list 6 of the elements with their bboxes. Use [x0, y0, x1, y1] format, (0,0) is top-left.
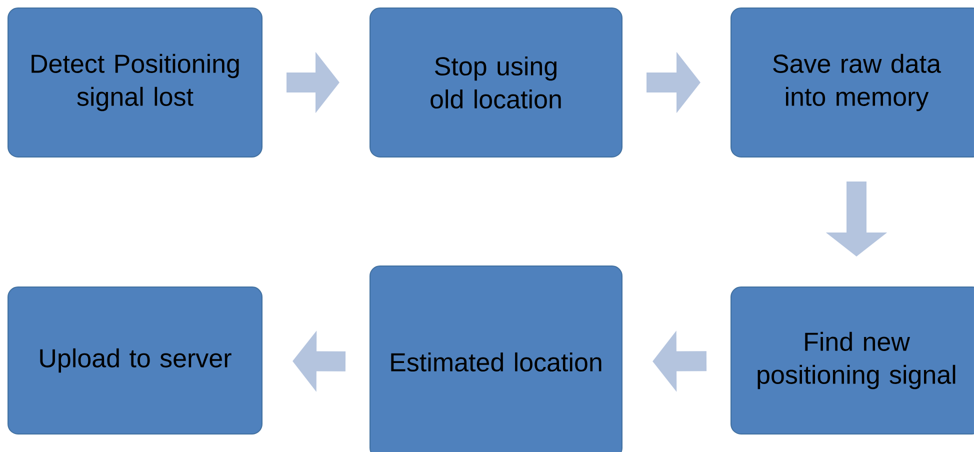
process-box: Find new positioning signal: [730, 286, 974, 434]
process-box: Stop using old location: [370, 8, 622, 158]
process-box: Detect Positioning signal lost: [8, 8, 262, 158]
process-box: Upload to server: [8, 286, 262, 434]
process-box: Save raw data into memory: [730, 8, 974, 158]
process-box: Estimated location: [370, 266, 622, 452]
